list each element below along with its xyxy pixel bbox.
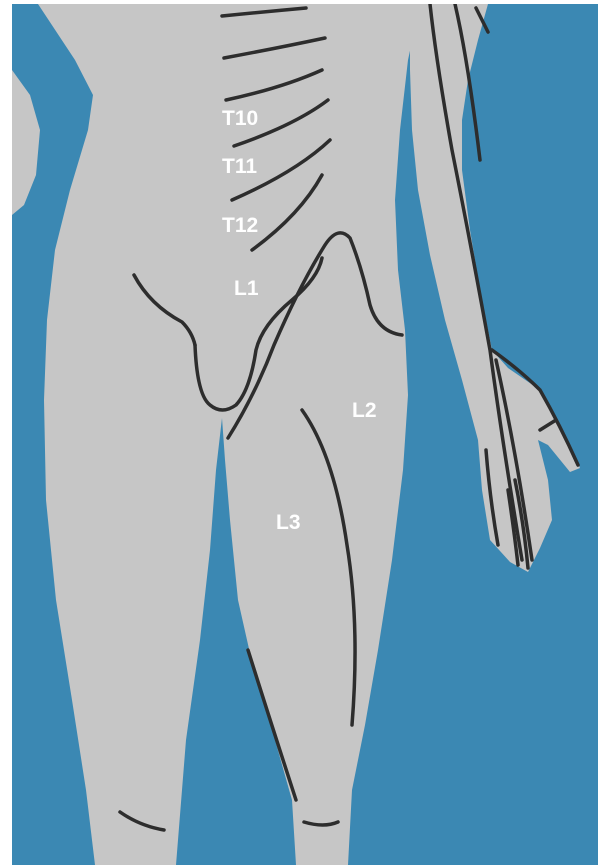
label-l3: L3: [276, 511, 301, 534]
label-t11: T11: [222, 155, 257, 178]
label-t10: T10: [222, 107, 258, 130]
dermatome-diagram: T10 T11 T12 L1 L2 L3: [12, 4, 598, 865]
label-l1: L1: [234, 277, 259, 300]
label-l2: L2: [352, 399, 377, 422]
label-t12: T12: [222, 214, 258, 237]
